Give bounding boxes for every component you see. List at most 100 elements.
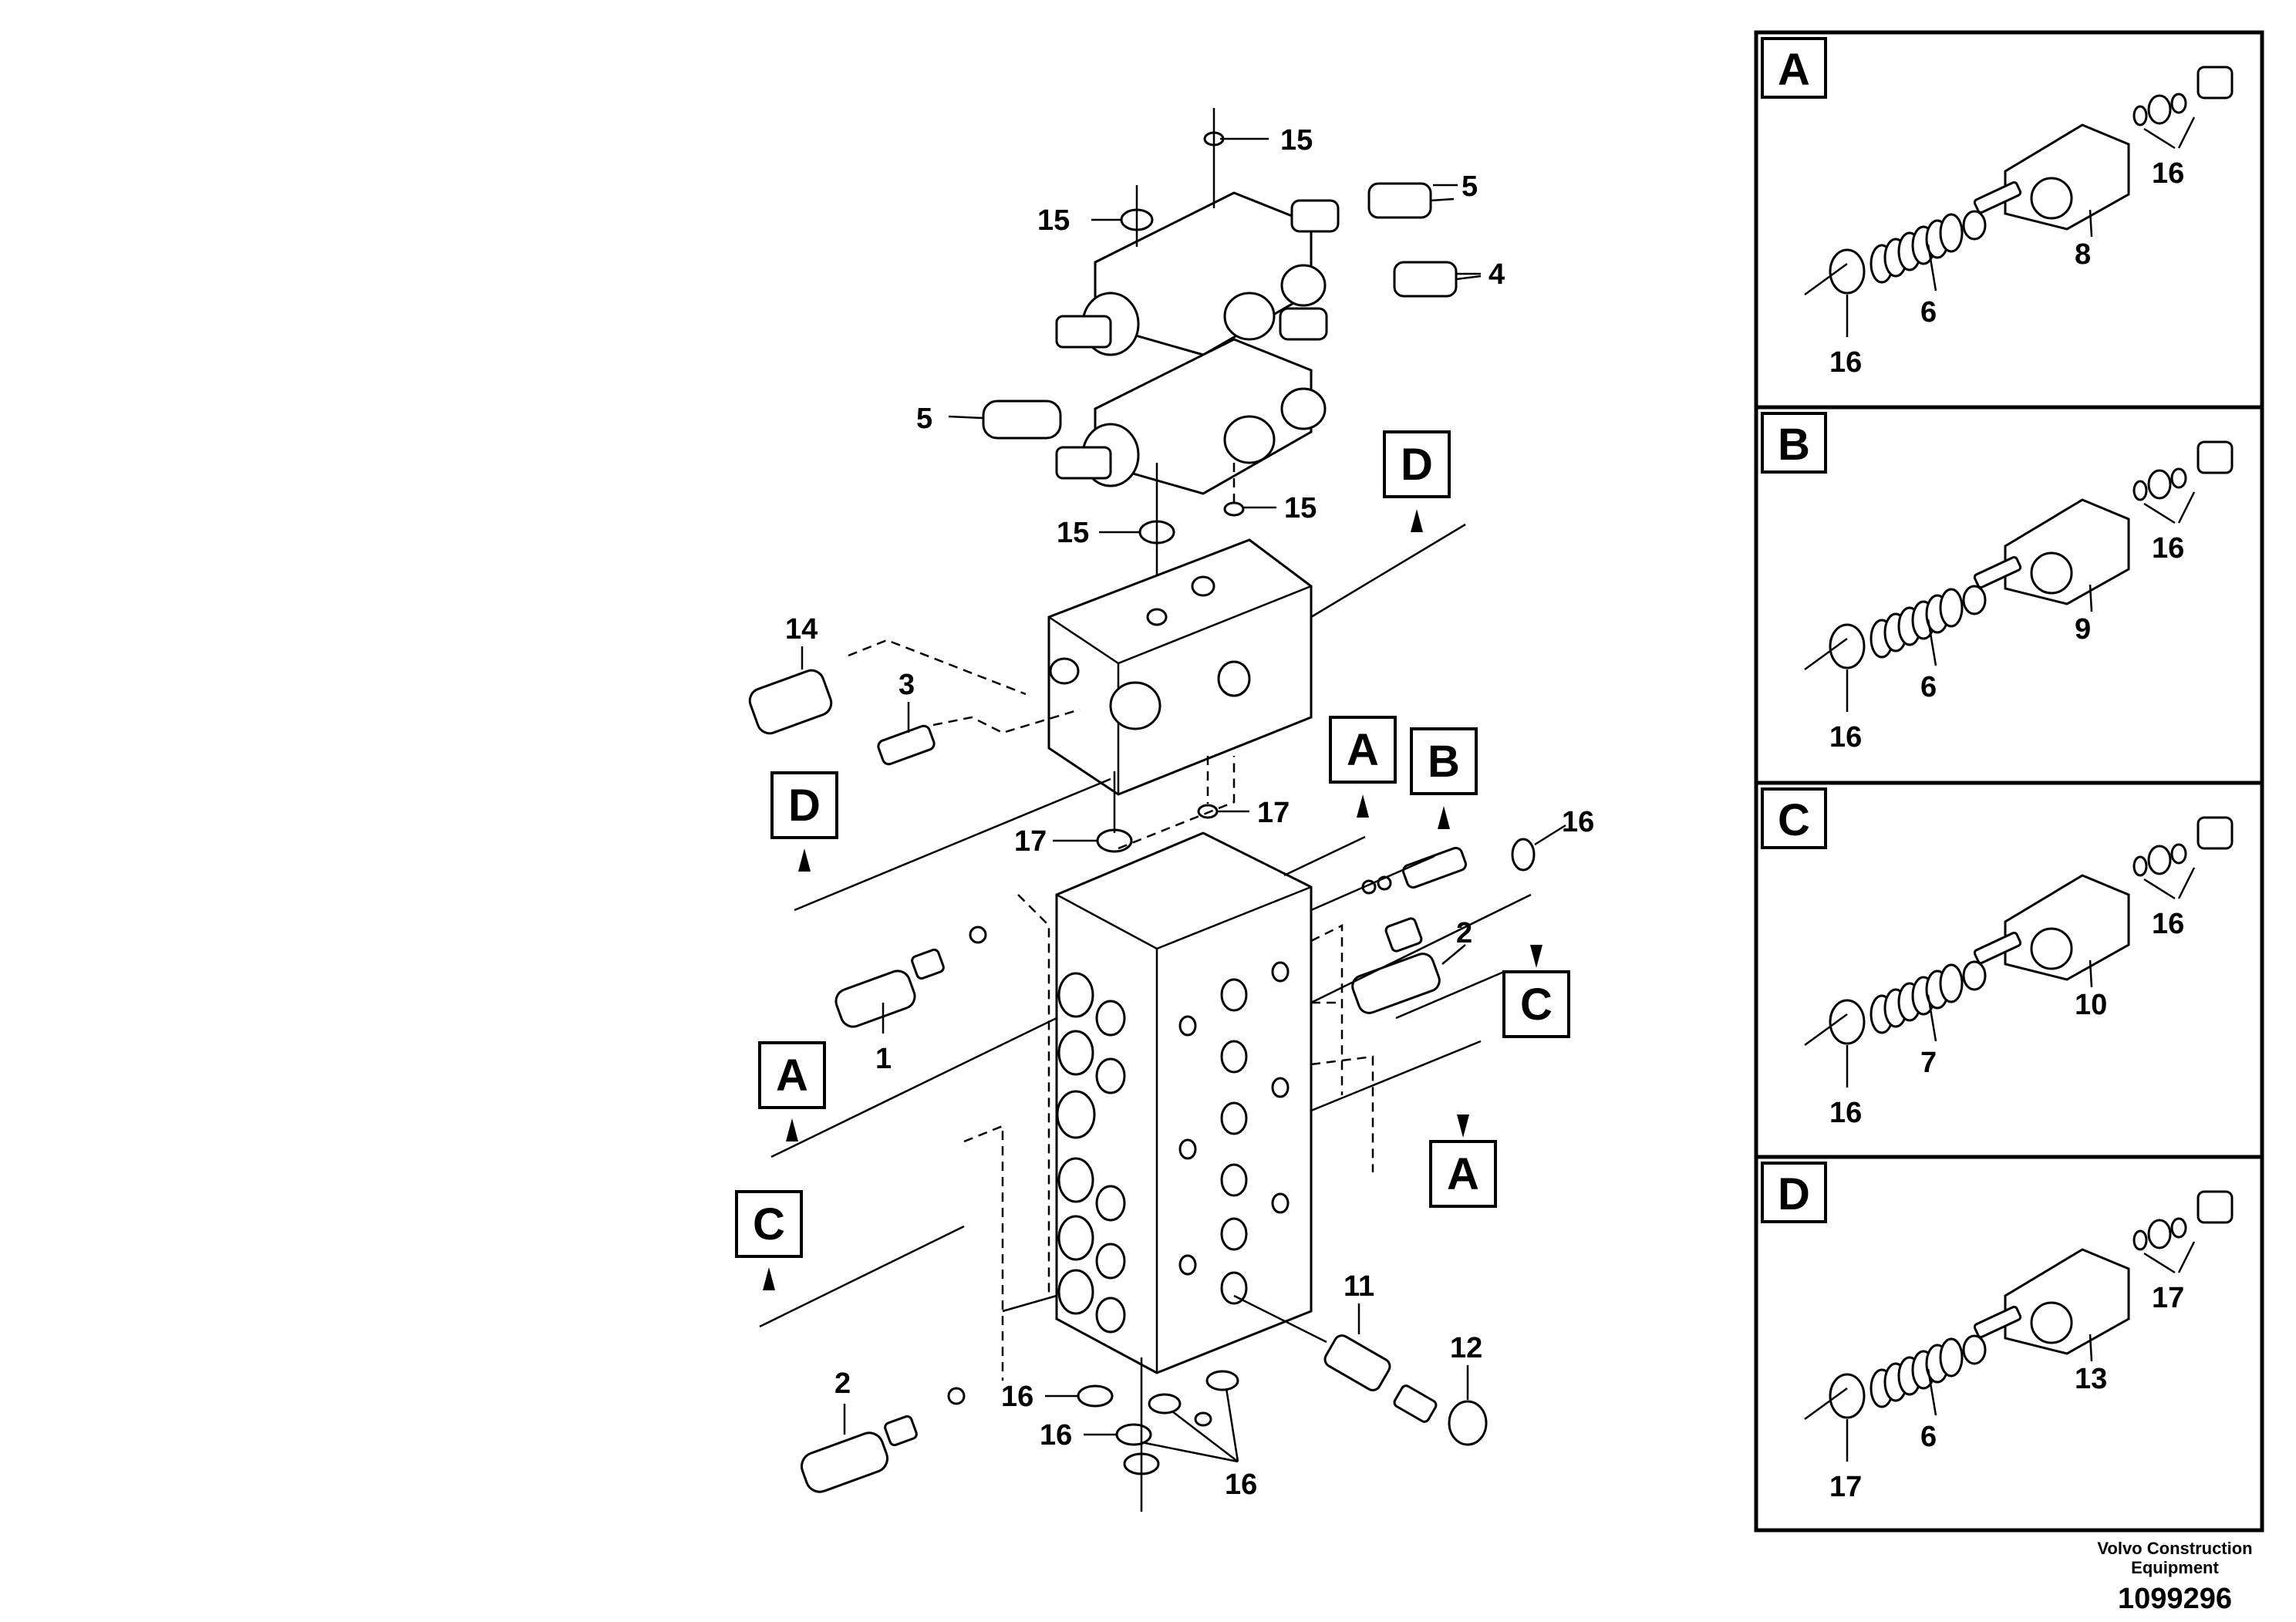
callout-16: 16	[1225, 1469, 1257, 1501]
detail-panel-d: D 17 13 6 17	[1761, 1162, 2234, 1503]
cap-nut	[2197, 66, 2234, 99]
small-washer	[2170, 93, 2187, 114]
cartridge-1	[834, 926, 987, 1028]
callout-17: 17	[1257, 797, 1290, 829]
svg-text:C: C	[1520, 980, 1553, 1030]
small-washer	[2132, 1229, 2148, 1251]
spring-coil	[1939, 1337, 1964, 1378]
panel-body-number: 13	[2075, 1363, 2107, 1395]
callout-15: 15	[1037, 204, 1070, 237]
panel-spring-number: 7	[1920, 1047, 1937, 1079]
plug-5-lower	[982, 400, 1062, 440]
spring-stack-16	[1361, 838, 1536, 895]
cartridge-2-lower	[800, 1387, 966, 1493]
cap-nut	[2197, 816, 2234, 850]
section-label-a-top: A	[1329, 716, 1397, 818]
panel-seal-number: 16	[1829, 721, 1862, 754]
svg-text:D: D	[1401, 440, 1433, 490]
seal-ring	[1829, 1373, 1866, 1419]
callout-2: 2	[834, 1367, 851, 1400]
section-label-a-right: A	[1429, 1114, 1497, 1208]
spring-washer	[1962, 210, 1987, 241]
panel-spring-number: 6	[1920, 296, 1937, 329]
valve-port	[2030, 927, 2073, 970]
svg-text:A: A	[1447, 1149, 1479, 1199]
callout-5: 5	[916, 403, 932, 435]
spring-coil	[1939, 588, 1964, 628]
section-label-a-left: A	[758, 1041, 826, 1141]
footer-company-line2: Equipment	[2131, 1558, 2219, 1577]
cartridge-2-upper	[1351, 917, 1441, 1014]
valve-port	[2030, 1301, 2073, 1344]
section-label-d-top: D	[1383, 430, 1451, 532]
panel-spring-number: 6	[1920, 1421, 1937, 1453]
plug-4	[1393, 261, 1482, 298]
lock-nut	[2147, 469, 2172, 500]
callout-15: 15	[1057, 517, 1089, 549]
callout-16: 16	[1040, 1419, 1072, 1452]
callout-1: 1	[875, 1043, 892, 1075]
main-valve-block	[1055, 831, 1313, 1374]
spring-washer	[1962, 585, 1987, 615]
section-label-boxes: D D A B C	[735, 430, 1570, 1290]
seal-ring	[1829, 248, 1866, 295]
panel-body-number: 8	[2075, 238, 2091, 271]
panel-body-number: 9	[2075, 613, 2091, 646]
callout-17: 17	[1014, 825, 1047, 858]
callout-15: 15	[1280, 124, 1313, 157]
callout-16: 16	[1001, 1381, 1033, 1413]
panel-spring-number: 6	[1920, 671, 1937, 703]
panel-washer-number: 16	[2152, 532, 2184, 565]
detail-panel-b: B 16 9 6 16	[1761, 412, 2234, 754]
footer-drawing-number: 1099296	[2118, 1583, 2232, 1615]
section-label-b-top: B	[1410, 727, 1478, 829]
cap-nut	[2197, 1190, 2234, 1224]
panel-letter: C	[1778, 795, 1810, 845]
panel-letter: A	[1778, 45, 1810, 95]
svg-text:D: D	[788, 781, 821, 831]
middle-section-block	[1047, 538, 1313, 796]
o-rings-17	[1096, 756, 1236, 853]
spring-washer	[1962, 960, 1987, 991]
panel-letter: D	[1778, 1169, 1810, 1219]
pilot-valve-assembly	[1055, 191, 1340, 495]
panel-washer-number: 17	[2152, 1282, 2184, 1314]
plug-12	[1393, 1384, 1488, 1446]
valve-port	[2030, 177, 2073, 220]
callout-12: 12	[1450, 1332, 1482, 1364]
panel-letter: B	[1778, 420, 1810, 470]
sensor-3	[877, 708, 1081, 766]
callout-4: 4	[1489, 258, 1505, 291]
callout-5: 5	[1462, 170, 1478, 203]
panel-seal-number: 16	[1829, 346, 1862, 379]
panel-seal-number: 17	[1829, 1471, 1862, 1503]
panel-washer-number: 16	[2152, 157, 2184, 190]
valve-port	[2030, 551, 2073, 595]
svg-text:B: B	[1428, 737, 1460, 787]
small-washer	[2170, 843, 2187, 865]
check-valve-11	[1233, 1294, 1391, 1391]
spring-washer	[1962, 1334, 1987, 1365]
cap-nut	[2197, 440, 2234, 474]
seal-ring	[1829, 999, 1866, 1045]
lock-nut	[2147, 94, 2172, 125]
callout-2: 2	[1456, 917, 1472, 949]
spring-coil	[1939, 213, 1964, 253]
svg-text:A: A	[776, 1050, 808, 1101]
relief-valve-14	[748, 639, 1027, 735]
callout-14: 14	[785, 613, 818, 646]
callout-16: 16	[1562, 806, 1594, 838]
svg-text:A: A	[1347, 725, 1379, 775]
lock-nut	[2147, 1219, 2172, 1249]
o-rings-16-bottom	[1077, 1357, 1239, 1512]
section-lines	[759, 523, 1532, 1328]
small-washer	[2170, 1217, 2187, 1239]
footer-company-line1: Volvo Construction	[2097, 1539, 2252, 1558]
callout-numbers: 15 15 5 4 5 15 15 14 3 17 17 16 2 1 2 16…	[785, 124, 1594, 1501]
panel-seal-number: 16	[1829, 1097, 1862, 1129]
main-exploded-view: D D A B C	[735, 108, 1594, 1512]
spring-coil	[1939, 963, 1964, 1003]
detail-panel-a: A 16 8 6 16	[1761, 37, 2234, 379]
